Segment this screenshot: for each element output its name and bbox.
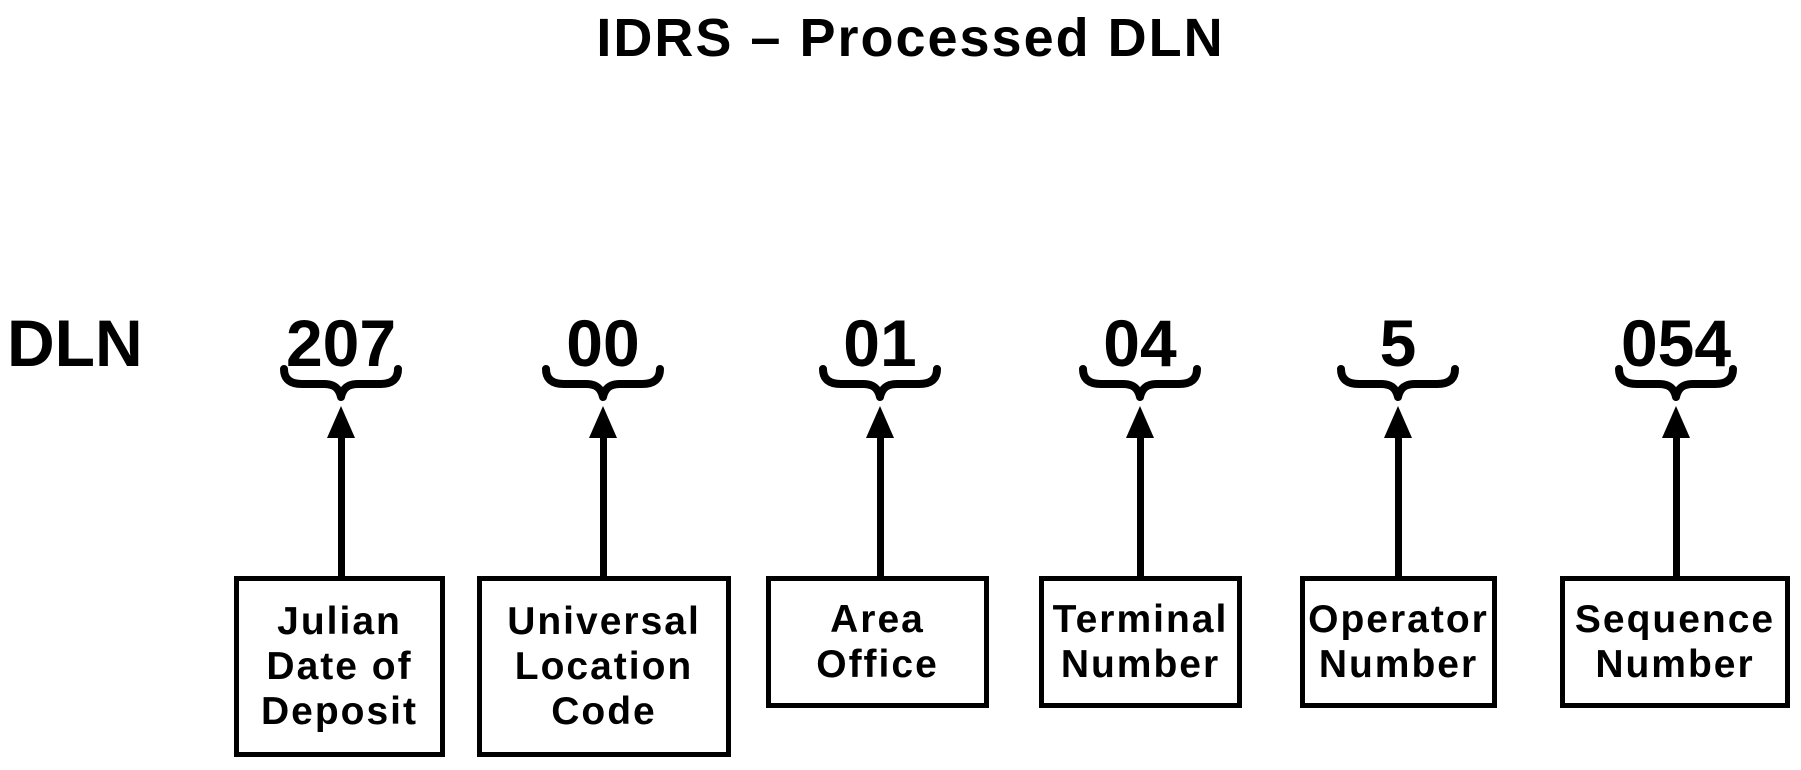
label-line: Date of xyxy=(266,645,413,688)
segment-value: 5 xyxy=(1379,306,1417,380)
up-arrow-head xyxy=(1662,406,1690,438)
label-line: Julian xyxy=(277,600,402,643)
up-arrow-head xyxy=(866,406,894,438)
label-line: Number xyxy=(1595,643,1755,686)
diagram-title: IDRS – Processed DLN xyxy=(596,8,1225,68)
up-arrow-shaft xyxy=(600,434,607,579)
label-line: Code xyxy=(551,690,657,733)
dln-label: DLN xyxy=(7,306,143,380)
up-arrow-shaft xyxy=(1673,434,1680,579)
up-arrow-head xyxy=(327,406,355,438)
label-line: Operator xyxy=(1308,598,1489,641)
up-arrow-head xyxy=(1126,406,1154,438)
underbrace-glyph xyxy=(542,365,664,401)
underbrace-glyph xyxy=(1337,365,1459,401)
up-arrow-shaft xyxy=(1137,434,1144,579)
segment-value: 00 xyxy=(566,306,640,380)
label-line: Area xyxy=(830,598,925,641)
underbrace-glyph xyxy=(819,365,941,401)
underbrace-glyph xyxy=(1615,365,1737,401)
label-line: Universal xyxy=(507,600,701,643)
up-arrow-shaft xyxy=(877,434,884,579)
label-line: Office xyxy=(816,643,939,686)
up-arrow-head xyxy=(1384,406,1412,438)
underbrace-glyph xyxy=(280,365,402,401)
label-line: Number xyxy=(1060,643,1221,686)
label-line: Terminal xyxy=(1052,598,1229,641)
segment-value: 207 xyxy=(285,306,397,380)
up-arrow-shaft xyxy=(1395,434,1402,579)
label-line: Number xyxy=(1318,643,1479,686)
underbrace-glyph xyxy=(1079,365,1201,401)
label-line: Sequence xyxy=(1574,598,1776,641)
segment-value: 04 xyxy=(1103,306,1177,380)
label-line: Location xyxy=(514,645,694,688)
up-arrow-shaft xyxy=(338,434,345,579)
segment-value: 01 xyxy=(843,306,917,380)
up-arrow-head xyxy=(589,406,617,438)
segment-value: 054 xyxy=(1620,306,1732,380)
label-line: Deposit xyxy=(260,690,418,733)
